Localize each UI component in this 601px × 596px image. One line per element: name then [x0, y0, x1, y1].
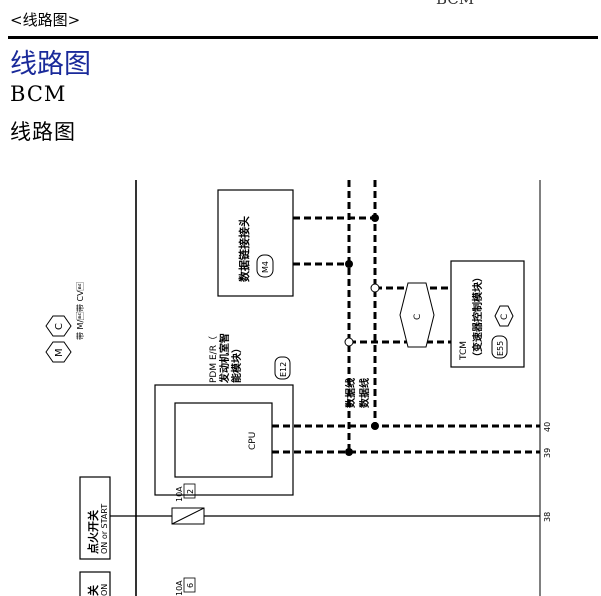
data-bus-horizontals: [272, 216, 540, 454]
module-name: BCM: [10, 82, 67, 106]
tcm-box: [450, 260, 525, 368]
pdm-label-2: 发动机室智: [218, 333, 231, 384]
ignition-switch-label: 点火开关: [86, 510, 100, 554]
data-bus-verticals: [347, 180, 377, 452]
junction-open: [370, 283, 380, 293]
ignition-switch-box: [79, 476, 111, 560]
header-rule: [8, 36, 598, 39]
legend-c-hex: [45, 315, 72, 337]
pin-number-39: 39: [543, 448, 552, 458]
section-name: 线路图: [10, 120, 76, 144]
junction-dot: [371, 214, 379, 222]
ignition-switch-2-positions: ON: [100, 584, 109, 596]
ignition-switch-positions: ON or START: [100, 504, 109, 554]
fuse1-number-box: [183, 483, 196, 499]
corner-tag: BCM: [436, 0, 474, 8]
legend-c-text: 带 CV: [76, 282, 85, 312]
pdm-label-3: 能模块）: [230, 343, 243, 383]
pin-number-40: 40: [543, 422, 552, 432]
data-link-connector-box: [217, 189, 294, 297]
tcm-id-badge: [491, 335, 508, 359]
pdm-id-badge: [274, 356, 291, 380]
tcm-c-hex: [494, 305, 514, 327]
pin-number-38: 38: [543, 512, 552, 522]
bus-connector-letter: C: [413, 314, 423, 320]
fuse1-number: 2: [186, 489, 195, 494]
tcm-id: E55: [496, 341, 505, 356]
legend-m-text: 带 M/: [76, 312, 85, 340]
junction-dot: [371, 422, 379, 430]
ignition-switch-box-2: [79, 571, 111, 596]
data-link-connector-id-badge: [256, 254, 274, 278]
data-link-connector-id: M4: [261, 261, 270, 273]
legend: C M 带 CV 带 M/: [45, 282, 85, 363]
junction-open: [344, 337, 354, 347]
pdm-box: [154, 384, 294, 496]
tcm-label-2: （变速器控制模块）: [471, 272, 484, 362]
data-line-label-a: 数据线: [344, 378, 357, 408]
junction-dot: [345, 448, 353, 456]
data-link-connector-label: 数据链接接头: [237, 216, 251, 282]
legend-c-letter: C: [54, 323, 65, 330]
breadcrumb: <线路图>: [10, 11, 81, 29]
fuse1-rating: 10A: [175, 486, 184, 502]
legend-m-letter: M: [54, 348, 65, 357]
pdm-id: E12: [279, 362, 288, 377]
bus-connector-hex: [399, 282, 435, 348]
data-line-label-b: 数据线: [358, 378, 371, 408]
junction-dot: [345, 260, 353, 268]
ignition-switch-2-label: 关: [86, 585, 100, 596]
tcm-c-letter: C: [500, 314, 510, 320]
fuse2-number-box: [183, 577, 196, 593]
fuse-symbol-diagonal: [171, 507, 205, 525]
page-title: 线路图: [10, 49, 91, 80]
cpu-box: [174, 402, 273, 478]
tcm-label-1: TCM: [459, 341, 469, 361]
cpu-label: CPU: [248, 432, 258, 450]
legend-m-hex: [45, 341, 72, 363]
pdm-label-1: PDM E/R（: [208, 336, 219, 383]
fuse2-rating: 10A: [175, 580, 184, 596]
fuse2-number: 6: [186, 583, 195, 588]
